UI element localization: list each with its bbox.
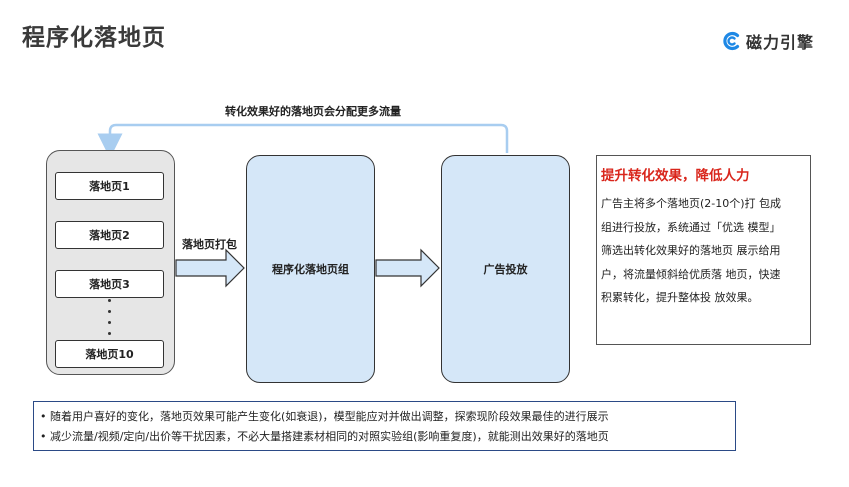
brand-logo: 磁力引擎 xyxy=(722,29,814,53)
note-text: 随着用户喜好的变化，落地页效果可能产生变化(如衰退)，模型能应对并做出调整，探索… xyxy=(50,410,609,423)
info-line: 积累转化，提升整体投 放效果。 xyxy=(601,291,759,304)
pack-label: 落地页打包 xyxy=(182,238,237,251)
ad-delivery-node: 广告投放 xyxy=(441,155,570,383)
info-line: 广告主将多个落地页(2-10个)打 包成 xyxy=(601,197,782,210)
deliver-arrow xyxy=(375,248,440,288)
ellipsis-dots xyxy=(103,299,115,335)
ad-delivery-label: 广告投放 xyxy=(483,263,528,276)
magnet-c-logo-icon xyxy=(723,31,740,51)
note-text: 减少流量/视频/定向/出价等干扰因素，不必大量搭建素材相同的对照实验组(影响重复… xyxy=(50,430,609,443)
bullet: • xyxy=(40,430,47,443)
landing-page-10: 落地页10 xyxy=(55,340,164,368)
feedback-label: 转化效果好的落地页会分配更多流量 xyxy=(210,104,416,120)
info-line: 户，将流量倾斜给优质落 地页，快速 xyxy=(601,267,781,281)
bullet: • xyxy=(40,410,47,423)
program-group-node: 程序化落地页组 xyxy=(246,155,375,383)
landing-page-group: 落地页1 落地页2 落地页3 落地页10 xyxy=(46,150,175,375)
note-item: • 减少流量/视频/定向/出价等干扰因素，不必大量搭建素材相同的对照实验组(影响… xyxy=(40,427,729,447)
landing-page-2: 落地页2 xyxy=(55,221,164,249)
pack-arrow xyxy=(175,248,245,288)
info-line: 筛选出转化效果好的落地页 展示给用 xyxy=(601,244,781,257)
brand-name: 磁力引擎 xyxy=(746,33,815,52)
landing-page-3: 落地页3 xyxy=(55,270,164,298)
info-line: 组进行投放，系统通过「优选 模型」 xyxy=(601,220,781,234)
info-title: 提升转化效果，降低人力 xyxy=(601,168,750,184)
landing-page-1: 落地页1 xyxy=(55,172,164,200)
notes-box: • 随着用户喜好的变化，落地页效果可能产生变化(如衰退)，模型能应对并做出调整，… xyxy=(33,401,736,451)
page-title: 程序化落地页 xyxy=(22,25,166,51)
program-group-label: 程序化落地页组 xyxy=(272,263,349,276)
info-panel: 提升转化效果，降低人力 广告主将多个落地页(2-10个)打 包成 组进行投放，系… xyxy=(596,155,811,345)
info-body: 广告主将多个落地页(2-10个)打 包成 组进行投放，系统通过「优选 模型」 筛… xyxy=(601,192,802,310)
note-item: • 随着用户喜好的变化，落地页效果可能产生变化(如衰退)，模型能应对并做出调整，… xyxy=(40,407,729,427)
feedback-arrow xyxy=(97,123,509,159)
